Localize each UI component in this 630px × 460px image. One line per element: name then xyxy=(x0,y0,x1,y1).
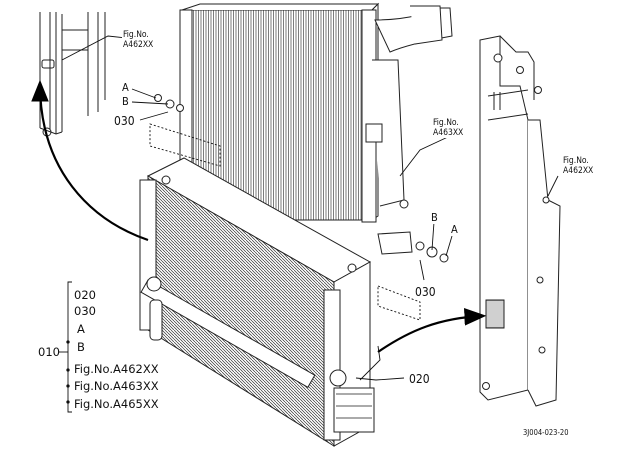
legend-item: 030 xyxy=(74,304,96,318)
legend-item: 020 xyxy=(74,288,96,302)
legend-item: B xyxy=(77,340,85,354)
fig-callout-a462-top: Fig.No. A462XX xyxy=(122,30,155,50)
legend-item: A xyxy=(77,322,85,336)
part-label-a-top: A xyxy=(121,81,130,94)
legend-bracket xyxy=(58,281,72,413)
upper-radiator xyxy=(179,2,453,223)
part-label-a-mid: A xyxy=(450,223,459,236)
part-label-b-mid: B xyxy=(430,211,439,224)
part-label-020: 020 xyxy=(408,372,431,386)
fig-callout-a463: Fig.No. A463XX xyxy=(432,118,465,138)
bracket-hardware xyxy=(154,94,449,263)
legend-item: Fig.No.A463XX xyxy=(74,379,159,393)
arrows xyxy=(31,79,487,353)
legend-item: Fig.No.A462XX xyxy=(74,362,159,376)
legend-item: Fig.No.A465XX xyxy=(74,397,159,411)
fig-callout-a462-right: Fig.No. A462XX xyxy=(562,156,595,176)
right-side-panel xyxy=(479,35,561,407)
fig-callout-line: A462XX xyxy=(563,166,594,176)
fig-callout-line: Fig.No. xyxy=(563,156,589,166)
part-label-030-mid: 030 xyxy=(414,285,437,299)
drawing-code: 3J004-023-20 xyxy=(523,428,569,437)
fig-callout-line: Fig.No. xyxy=(123,30,149,40)
left-shroud-fragment xyxy=(39,12,106,137)
fig-callout-line: A462XX xyxy=(123,40,154,50)
part-label-030-top: 030 xyxy=(113,114,136,128)
fig-callout-line: Fig.No. xyxy=(433,118,459,128)
legend-assembly-number: 010 xyxy=(38,345,60,359)
part-label-b-top: B xyxy=(121,95,130,108)
main-radiator xyxy=(139,157,375,447)
fig-callout-line: A463XX xyxy=(433,128,464,138)
